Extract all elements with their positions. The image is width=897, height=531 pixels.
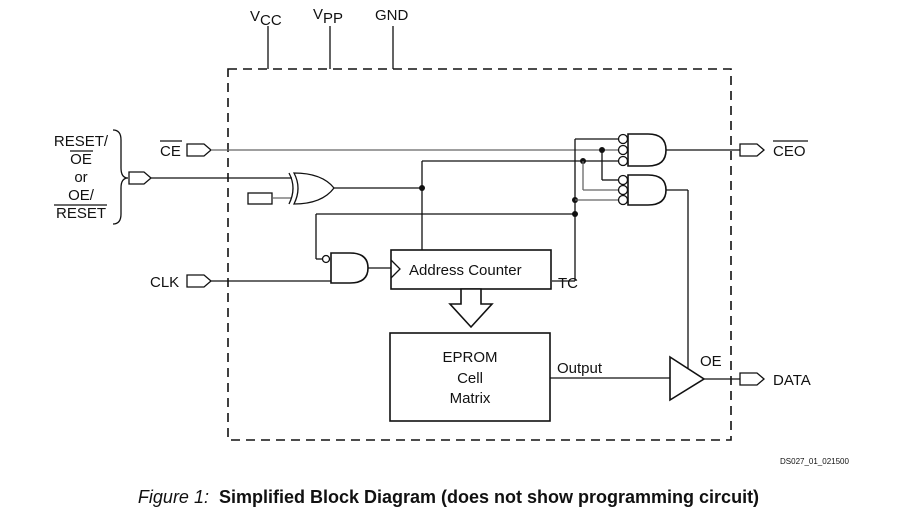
- address-counter-block: [390, 249, 552, 290]
- chip-boundary: [227, 68, 732, 441]
- oe-label: OE: [700, 353, 722, 370]
- svg-text:OE: OE: [70, 151, 92, 168]
- reset-oe-pin[interactable]: [128, 171, 152, 185]
- vpp-label: VPP: [313, 6, 343, 27]
- polarity-fuse-box: [247, 192, 273, 205]
- data-label: DATA: [773, 372, 811, 389]
- address-bus-arrow-icon: [448, 288, 494, 329]
- svg-text:RESET: RESET: [56, 205, 106, 222]
- gnd-label: GND: [375, 7, 409, 24]
- svg-text:OE/: OE/: [68, 187, 95, 204]
- tc-label: TC: [558, 275, 578, 292]
- svg-text:Cell: Cell: [457, 370, 483, 387]
- svg-text:Matrix: Matrix: [450, 390, 491, 407]
- svg-text:EPROM: EPROM: [442, 349, 497, 366]
- ceo-and-gate: [617, 133, 667, 167]
- input-brace: [112, 129, 129, 225]
- svg-text:or: or: [74, 169, 87, 186]
- caption-prefix: Figure 1:: [137, 487, 209, 507]
- ce-pin[interactable]: [186, 143, 212, 157]
- oe-and-gate: [617, 174, 667, 206]
- clk-pin[interactable]: [186, 274, 212, 288]
- output-label: Output: [557, 360, 603, 377]
- clock-edge-icon: [390, 259, 401, 279]
- caption-title: Simplified Block Diagram (does not show …: [218, 487, 760, 507]
- reset-oe-label: RESET/ OE or OE/ RESET: [54, 133, 109, 222]
- figure-id: DS027_01_021500: [780, 457, 850, 466]
- eprom-cell-matrix-block: [389, 332, 551, 422]
- figure-caption: Figure 1: Simplified Block Diagram (does…: [0, 487, 897, 508]
- ceo-label: CEO: [773, 143, 806, 160]
- ce-label: CE: [160, 143, 181, 160]
- vcc-label: VCC: [250, 8, 282, 29]
- clk-label: CLK: [150, 274, 179, 291]
- output-buffer: [669, 355, 706, 402]
- data-pin[interactable]: [739, 372, 765, 386]
- svg-text:RESET/: RESET/: [54, 133, 109, 150]
- address-counter-label: Address Counter: [409, 262, 522, 279]
- xor-gate: [288, 172, 335, 205]
- ceo-pin[interactable]: [739, 143, 765, 157]
- clk-and-gate: [321, 252, 369, 284]
